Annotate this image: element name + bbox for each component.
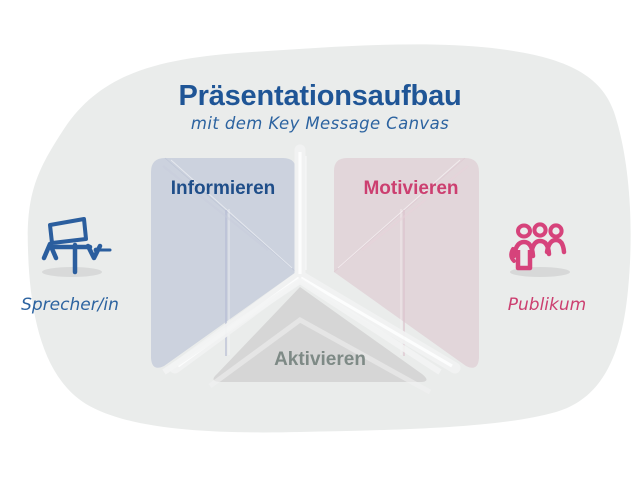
panel-label-motivieren: Motivieren [363, 178, 459, 199]
y-divider [162, 144, 461, 395]
panel-label-aktivieren: Aktivieren [274, 349, 366, 370]
speaker-at-flipchart-icon [41, 217, 112, 277]
page-subtitle: mit dem Key Message Canvas [190, 114, 450, 133]
panel-motivieren[interactable] [333, 157, 479, 368]
panel-label-informieren: Informieren [170, 178, 276, 199]
audience-group-icon [509, 222, 570, 277]
actor-label-sprecher: Sprecher/in [21, 295, 119, 315]
page-title: Präsentationsaufbau [178, 80, 462, 112]
actor-label-publikum: Publikum [507, 295, 587, 315]
panel-informieren[interactable] [151, 157, 297, 368]
